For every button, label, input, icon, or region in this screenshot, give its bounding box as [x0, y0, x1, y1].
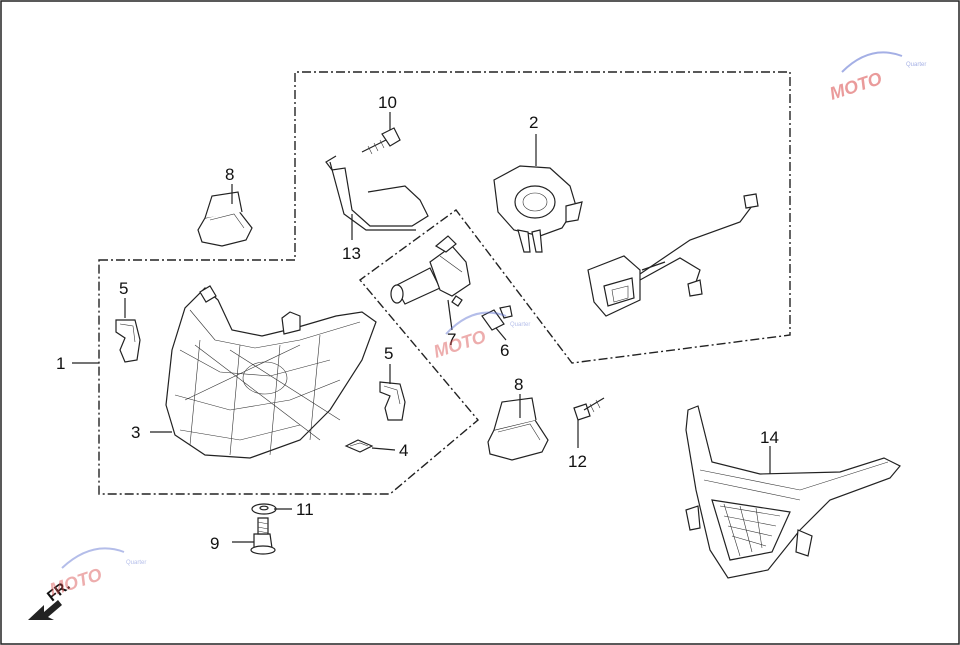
- watermark-bottom-left: MOTO Quarter: [47, 547, 146, 600]
- retaining-spring: [325, 155, 429, 231]
- callout-12: 12: [568, 452, 587, 471]
- callout-10: 10: [378, 93, 397, 112]
- bulb-socket-harness: [493, 165, 759, 317]
- watermark-tagline-center: Quarter: [510, 322, 530, 328]
- leader-lines: [72, 112, 771, 543]
- callout-11: 11: [296, 500, 314, 519]
- square-nut: [344, 439, 374, 453]
- watermark-tagline: Quarter: [906, 62, 926, 68]
- rubber-cover-top: [197, 191, 253, 247]
- watermark-center: MOTO Quarter: [431, 311, 530, 362]
- front-arrow-icon: [28, 600, 62, 620]
- watermark-logo-bottom: MOTO: [47, 564, 104, 600]
- assembly-boundary: [98, 71, 791, 495]
- screw-10: [361, 127, 401, 155]
- callout-4: 4: [399, 441, 408, 460]
- position-bulb: [481, 305, 513, 331]
- screw-12: [573, 397, 605, 421]
- callout-2: 2: [529, 113, 538, 132]
- headlight-bracket: [685, 405, 901, 579]
- callout-8-lower: 8: [514, 375, 523, 394]
- callout-7: 7: [447, 330, 456, 349]
- callout-9: 9: [210, 534, 219, 553]
- headlight-bulb: [390, 235, 471, 307]
- callout-13: 13: [342, 244, 361, 263]
- watermark-logo-center: MOTO: [431, 326, 488, 362]
- headlight-lens: [165, 285, 377, 459]
- watermark-tagline-bottom: Quarter: [126, 560, 146, 566]
- bolt-9: [250, 517, 276, 555]
- watermark-logo: MOTO: [827, 68, 884, 104]
- callout-14: 14: [760, 428, 779, 447]
- washer-11: [251, 503, 277, 515]
- callout-1: 1: [56, 354, 65, 373]
- callout-8-top: 8: [225, 165, 234, 184]
- callout-6: 6: [500, 341, 509, 360]
- callout-3: 3: [131, 423, 140, 442]
- callout-5-left: 5: [119, 279, 128, 298]
- callout-5-right: 5: [384, 344, 393, 363]
- mounting-clip-left: [115, 319, 141, 363]
- watermark-top-right: MOTO Quarter: [827, 51, 926, 104]
- rubber-cover-lower: [487, 397, 549, 461]
- mounting-clip-right: [379, 381, 406, 421]
